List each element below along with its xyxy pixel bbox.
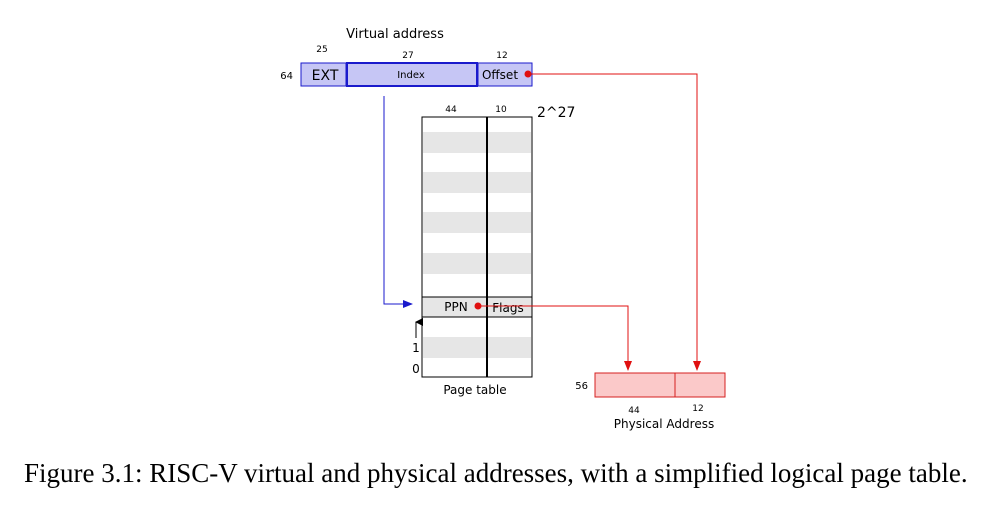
figure-caption: Figure 3.1: RISC-V virtual and physical …: [24, 458, 968, 488]
ppn-source-dot: [474, 302, 482, 310]
offset-to-physical-arrow: [531, 73, 701, 371]
index-field-label: Index: [397, 70, 425, 81]
flags-col-bits-label: 10: [495, 105, 507, 115]
ppn-label: PPN: [444, 300, 467, 314]
ext-bits-label: 25: [316, 45, 327, 55]
physical-address-register: [594, 372, 726, 398]
pte-stripe: [423, 172, 531, 193]
pte-stripe: [423, 253, 531, 274]
page-table-stripes: [423, 132, 531, 358]
index-to-page-table-arrow: [383, 96, 413, 308]
physical-address-label: Physical Address: [614, 417, 714, 431]
pte-stripe: [423, 212, 531, 233]
ppn-to-physical-arrow: [481, 305, 632, 371]
row-index-0-label: 0: [412, 362, 420, 376]
pte-stripe: [423, 132, 531, 153]
physical-ppn-bits-label: 44: [628, 406, 640, 416]
page-table: PPN Flags: [421, 116, 533, 378]
virtual-total-bits-label: 64: [280, 71, 293, 82]
offset-source-dot: [524, 70, 532, 78]
ext-field-label: EXT: [312, 68, 339, 84]
virtual-address-register: EXT Index Offset: [300, 62, 533, 87]
page-table-label: Page table: [443, 383, 506, 397]
offset-bits-label: 12: [496, 51, 507, 61]
page-table-size-label: 2^27: [537, 105, 575, 121]
virtual-address-title: Virtual address: [346, 27, 444, 42]
physical-offset-bits-label: 12: [692, 404, 703, 414]
physical-address-box: [594, 372, 726, 398]
index-field: [346, 62, 478, 87]
row-index-1-label: 1: [412, 341, 420, 355]
page-table-frame: [421, 116, 533, 378]
flags-label: Flags: [492, 301, 523, 315]
ppn-col-bits-label: 44: [445, 105, 457, 115]
offset-field-label: Offset: [482, 68, 518, 82]
index-bits-label: 27: [402, 51, 413, 61]
physical-total-bits-label: 56: [575, 381, 588, 392]
pte-stripe: [423, 337, 531, 358]
